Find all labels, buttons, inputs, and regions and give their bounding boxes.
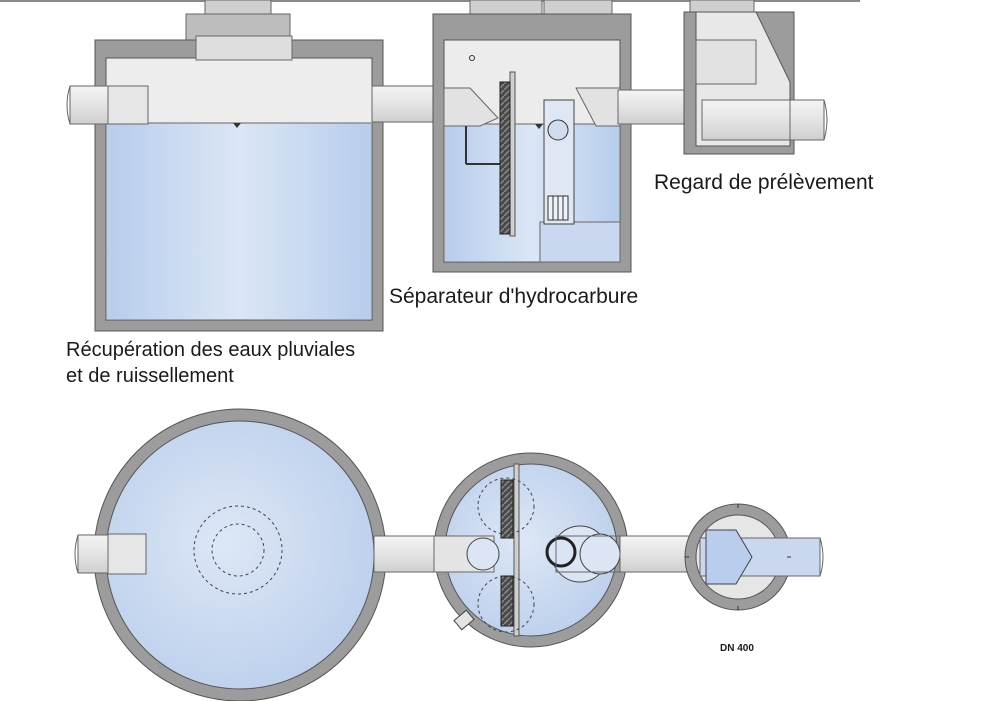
tank-plan-manhole-outer [193,505,283,595]
label-rainwater-line1: Récupération des eaux pluviales [66,339,356,361]
label-sampling-chamber: Regard de prélèvement [654,171,874,194]
separator-section [432,0,632,273]
tank-water-level-marker [233,123,241,128]
tank-chimney [204,0,272,15]
tank-inlet-elbow [107,85,149,125]
rainwater-tank-plan [74,408,387,701]
label-rainwater-line2: et de ruissellement [66,365,234,387]
sampling-outlet-pipe [789,99,825,141]
tank-plan-manhole-inner [211,523,265,577]
rainwater-tank-section [66,0,384,332]
separator-plan [433,452,635,648]
coalescing-filter [499,81,511,235]
tank-water [107,123,371,319]
tank-lid [195,35,293,61]
float [547,119,569,141]
sampling-chamber-plan [684,503,824,611]
sampling-chamber-section [683,0,828,155]
label-separator: Séparateur d'hydrocarbure [389,285,639,308]
label-dn400: DN 400 [720,643,754,654]
